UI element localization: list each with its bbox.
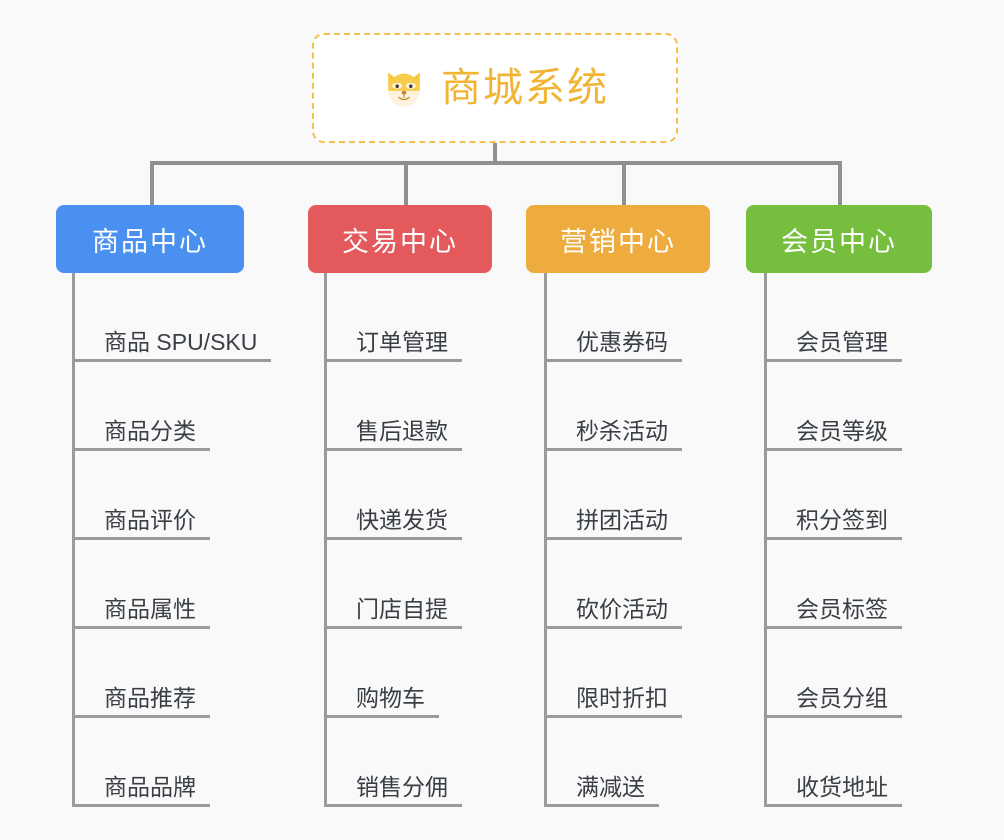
- branch-spine: [72, 273, 75, 807]
- leaf-item-label: 拼团活动: [544, 507, 682, 540]
- leaf-item-label: 限时折扣: [544, 685, 682, 718]
- leaf-item[interactable]: 会员分组: [764, 629, 902, 718]
- root-node-content: 商城系统: [381, 65, 609, 111]
- leaf-item[interactable]: 商品推荐: [72, 629, 271, 718]
- branch-column-1: 商品 SPU/SKU 商品分类商品评价商品属性商品推荐商品品牌: [72, 273, 272, 807]
- leaf-item-label: 砍价活动: [544, 596, 682, 629]
- category-label: 交易中心: [342, 226, 458, 257]
- leaf-item-label: 优惠券码: [544, 329, 682, 362]
- leaf-item[interactable]: 收货地址: [764, 718, 902, 807]
- leaf-item[interactable]: 商品品牌: [72, 718, 271, 807]
- connector-drop-3: [622, 161, 626, 207]
- leaf-item-label: 会员标签: [764, 596, 902, 629]
- leaf-item[interactable]: 满减送: [544, 718, 682, 807]
- leaf-item[interactable]: 拼团活动: [544, 451, 682, 540]
- leaf-item-label: 积分签到: [764, 507, 902, 540]
- leaf-item-label: 会员等级: [764, 418, 902, 451]
- category-label: 会员中心: [781, 226, 897, 257]
- category-box-2[interactable]: 交易中心: [308, 205, 492, 273]
- leaf-item[interactable]: 购物车: [324, 629, 462, 718]
- shiba-dog-face-icon: [388, 72, 420, 107]
- branch-column-3: 优惠券码秒杀活动拼团活动砍价活动限时折扣满减送: [544, 273, 682, 807]
- leaf-item[interactable]: 商品属性: [72, 540, 271, 629]
- leaf-item[interactable]: 商品分类: [72, 362, 271, 451]
- leaf-item-label: 商品推荐: [72, 685, 210, 718]
- leaf-item-label: 满减送: [544, 774, 659, 807]
- leaf-item[interactable]: 会员等级: [764, 362, 902, 451]
- connector-root-stem: [493, 143, 497, 165]
- connector-horizontal-bus: [150, 161, 842, 165]
- leaf-item-label: 收货地址: [764, 774, 902, 807]
- leaf-item-label: 销售分佣: [324, 774, 462, 807]
- leaf-item-label: 购物车: [324, 685, 439, 718]
- leaf-item[interactable]: 秒杀活动: [544, 362, 682, 451]
- connector-drop-2: [404, 161, 408, 207]
- branch-spine: [764, 273, 767, 807]
- leaf-item[interactable]: 积分签到: [764, 451, 902, 540]
- leaf-item[interactable]: 限时折扣: [544, 629, 682, 718]
- leaf-item[interactable]: 销售分佣: [324, 718, 462, 807]
- leaf-item-label: 快递发货: [324, 507, 462, 540]
- leaf-item-label: 会员管理: [764, 329, 902, 362]
- leaf-item-label: 秒杀活动: [544, 418, 682, 451]
- leaf-item[interactable]: 商品 SPU/SKU: [72, 273, 272, 362]
- leaf-item[interactable]: 订单管理: [324, 273, 462, 362]
- category-box-4[interactable]: 会员中心: [746, 205, 932, 273]
- leaf-item-label: 商品属性: [72, 596, 210, 629]
- leaf-item[interactable]: 商品评价: [72, 451, 271, 540]
- leaf-item-label: 门店自提: [324, 596, 462, 629]
- leaf-item[interactable]: 会员管理: [764, 273, 902, 362]
- leaf-item[interactable]: 售后退款: [324, 362, 462, 451]
- branch-spine: [324, 273, 327, 807]
- leaf-item[interactable]: 砍价活动: [544, 540, 682, 629]
- leaf-item[interactable]: 优惠券码: [544, 273, 682, 362]
- leaf-item-label: 售后退款: [324, 418, 462, 451]
- branch-spine: [544, 273, 547, 807]
- root-title: 商城系统: [441, 66, 609, 110]
- leaf-item-label: 订单管理: [324, 329, 462, 362]
- branch-column-2: 订单管理售后退款快递发货门店自提购物车销售分佣: [324, 273, 462, 807]
- leaf-item[interactable]: 快递发货: [324, 451, 462, 540]
- category-box-1[interactable]: 商品中心: [56, 205, 244, 273]
- category-label: 营销中心: [560, 226, 676, 257]
- root-node[interactable]: 商城系统: [312, 33, 678, 143]
- leaf-item-label: 商品评价: [72, 507, 210, 540]
- connector-drop-1: [150, 161, 154, 207]
- leaf-item-label: 商品分类: [72, 418, 210, 451]
- connector-drop-4: [838, 161, 842, 207]
- branch-column-4: 会员管理会员等级积分签到会员标签会员分组收货地址: [764, 273, 902, 807]
- leaf-item-label: 商品 SPU/SKU: [72, 329, 272, 362]
- leaf-item-label: 商品品牌: [72, 774, 210, 807]
- leaf-item[interactable]: 会员标签: [764, 540, 902, 629]
- category-box-3[interactable]: 营销中心: [526, 205, 710, 273]
- leaf-item[interactable]: 门店自提: [324, 540, 462, 629]
- leaf-item-label: 会员分组: [764, 685, 902, 718]
- category-label: 商品中心: [92, 226, 208, 257]
